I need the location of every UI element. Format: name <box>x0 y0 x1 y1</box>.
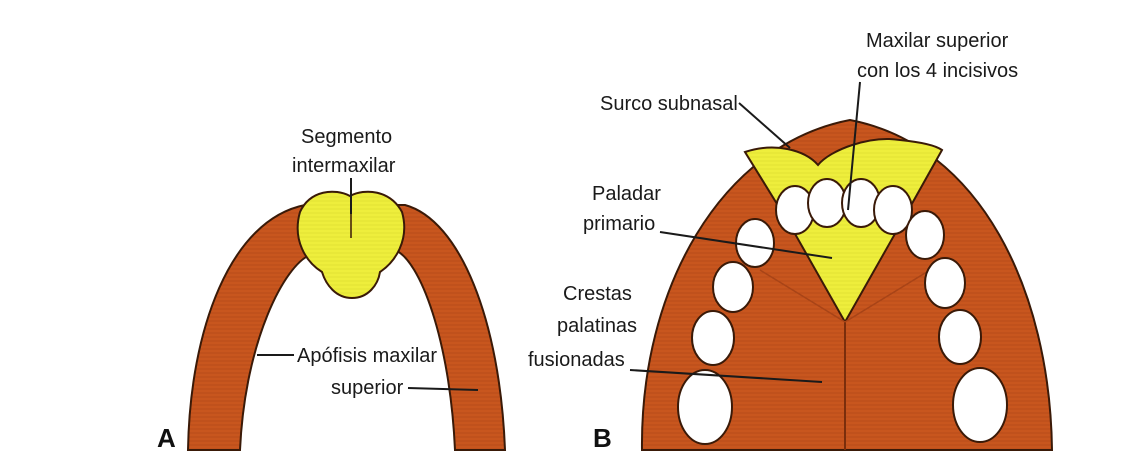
crestas-label-line1: Crestas <box>563 283 632 305</box>
paladar-label-line1: Paladar <box>592 183 661 205</box>
tooth <box>925 258 965 308</box>
tooth <box>736 219 774 267</box>
panel-a: Segmento intermaxilar Apófisis maxilar s… <box>157 126 505 453</box>
panel-a-letter: A <box>157 423 176 453</box>
apofisis-label-line2: superior <box>331 377 404 399</box>
segmento-label-line1: Segmento <box>301 126 392 148</box>
crestas-label-line2: palatinas <box>557 315 637 337</box>
surco-leader <box>739 103 790 148</box>
panel-b-letter: B <box>593 423 612 453</box>
tooth <box>808 179 846 227</box>
segmento-label-line2: intermaxilar <box>292 155 396 177</box>
crestas-label-line3: fusionadas <box>528 349 625 371</box>
paladar-label-line2: primario <box>583 213 655 235</box>
surco-label: Surco subnasal <box>600 93 738 115</box>
apofisis-label-line1: Apófisis maxilar <box>297 345 437 367</box>
tooth <box>953 368 1007 442</box>
maxilar-label-line1: Maxilar superior <box>866 30 1009 52</box>
panel-b: Maxilar superior con los 4 incisivos Sur… <box>528 30 1052 453</box>
maxilar-label-line2: con los 4 incisivos <box>857 60 1018 82</box>
tooth <box>678 370 732 444</box>
tooth <box>713 262 753 312</box>
tooth <box>906 211 944 259</box>
tooth <box>692 311 734 365</box>
tooth <box>939 310 981 364</box>
